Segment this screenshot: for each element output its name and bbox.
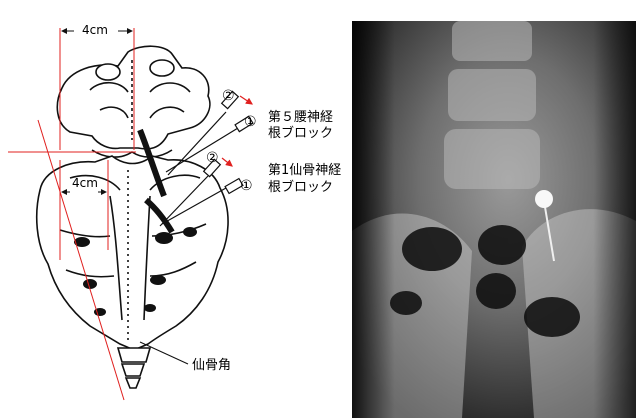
- coccyx-label: 仙骨角: [192, 358, 231, 374]
- sacrum-illustration: [0, 0, 352, 419]
- coccyx: [118, 348, 150, 388]
- marker-2-lower: ②: [206, 150, 219, 166]
- mid-dimension-label: 4cm: [72, 175, 98, 191]
- l5-block-label-line2: 根ブロック: [268, 126, 333, 142]
- marker-2-upper: ②: [222, 88, 235, 104]
- marker-1-upper: ①: [244, 114, 257, 130]
- l5-block-label-line1: 第５腰神経: [268, 110, 333, 126]
- marker-1-lower: ①: [240, 178, 253, 194]
- s1-block-label-line2: 根ブロック: [268, 180, 333, 196]
- top-dimension-label: 4cm: [82, 22, 108, 38]
- s1-block-label-line1: 第1仙骨神経: [268, 163, 341, 179]
- xray-image: [352, 21, 636, 418]
